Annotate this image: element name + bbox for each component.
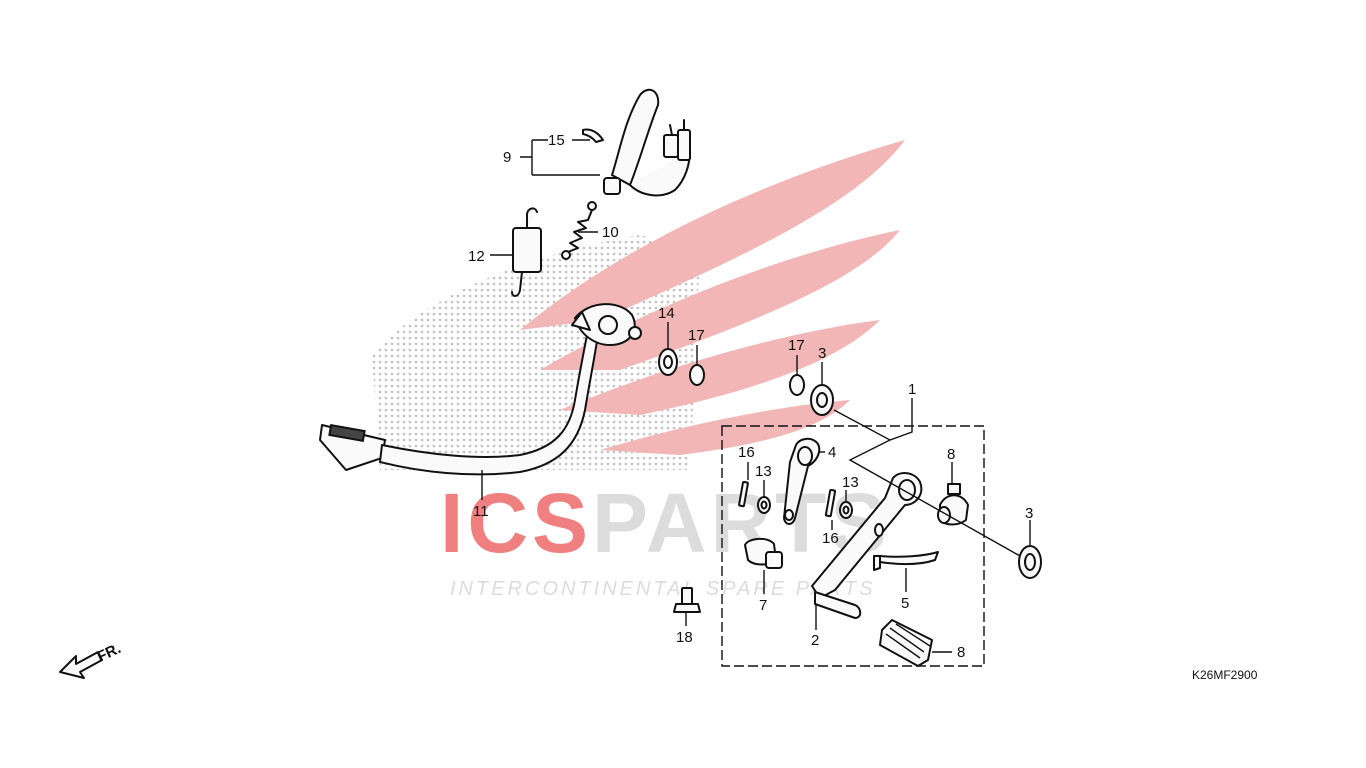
part-13a-washer [757, 496, 771, 514]
watermark-tagline: INTERCONTINENTAL SPARE PARTS [450, 578, 876, 600]
stop-switch-harness [603, 88, 691, 197]
watermark-brand: ICSPARTS [440, 476, 891, 570]
callout-labels: 9 15 10 12 14 17 17 3 1 16 13 4 8 13 16 … [468, 132, 1033, 661]
callout-16b: 16 [822, 530, 839, 547]
front-arrow-icon [59, 651, 103, 679]
callout-3a: 3 [818, 345, 826, 362]
part-3a-oil-seal [810, 384, 834, 416]
callout-18: 18 [676, 629, 693, 646]
part-14-washer [658, 348, 678, 376]
callout-8b: 8 [957, 644, 965, 661]
callout-2: 2 [811, 632, 819, 649]
part-16b-pin [824, 489, 837, 518]
part-18-bolt [673, 587, 701, 613]
part-10-spring [561, 201, 597, 260]
wing-logo-stripe-4 [600, 400, 850, 455]
part-15-clip [582, 128, 604, 143]
callout-13a: 13 [755, 463, 772, 480]
callout-3b: 3 [1025, 505, 1033, 522]
part-2-gearshift-pedal [811, 472, 923, 619]
wing-logo-stripe-1 [520, 140, 905, 330]
wing-logo-stripe-3 [560, 320, 880, 415]
callout-10: 10 [602, 224, 619, 241]
part-5-shift-rod [873, 551, 939, 571]
callout-15: 15 [548, 132, 565, 149]
callout-5: 5 [901, 595, 909, 612]
callout-14: 14 [658, 305, 675, 322]
front-direction-indicator: FR. [59, 640, 124, 679]
part-11-brake-pedal [319, 303, 642, 476]
front-direction-label: FR. [95, 640, 124, 666]
part-3b-oil-seal [1018, 545, 1042, 579]
part-16a-pin [738, 480, 749, 508]
callout-17a: 17 [688, 327, 705, 344]
leader-lines [481, 139, 1031, 653]
callout-9: 9 [503, 149, 511, 166]
callout-7: 7 [759, 597, 767, 614]
callout-16a: 16 [738, 444, 755, 461]
callout-1: 1 [908, 381, 916, 398]
diagram-code: K26MF2900 [1192, 668, 1258, 682]
watermark-brand-ics: ICS [440, 476, 592, 570]
part-7-joint [744, 537, 783, 569]
assembly-1-frame [721, 425, 985, 667]
part-17b-circlip [789, 374, 805, 396]
callout-12: 12 [468, 248, 485, 265]
part-13b-washer [839, 501, 853, 519]
callout-17b: 17 [788, 337, 805, 354]
part-8b-pedal-rubber [879, 619, 933, 667]
part-12-spring-cylinder [511, 207, 542, 297]
part-4-gearshift-arm [783, 437, 821, 525]
part-8a-rod-joint [937, 483, 969, 526]
callout-8a: 8 [947, 446, 955, 463]
callout-4: 4 [828, 444, 836, 461]
callout-13b: 13 [842, 474, 859, 491]
callout-11: 11 [473, 503, 489, 520]
part-17a-circlip [689, 364, 705, 386]
